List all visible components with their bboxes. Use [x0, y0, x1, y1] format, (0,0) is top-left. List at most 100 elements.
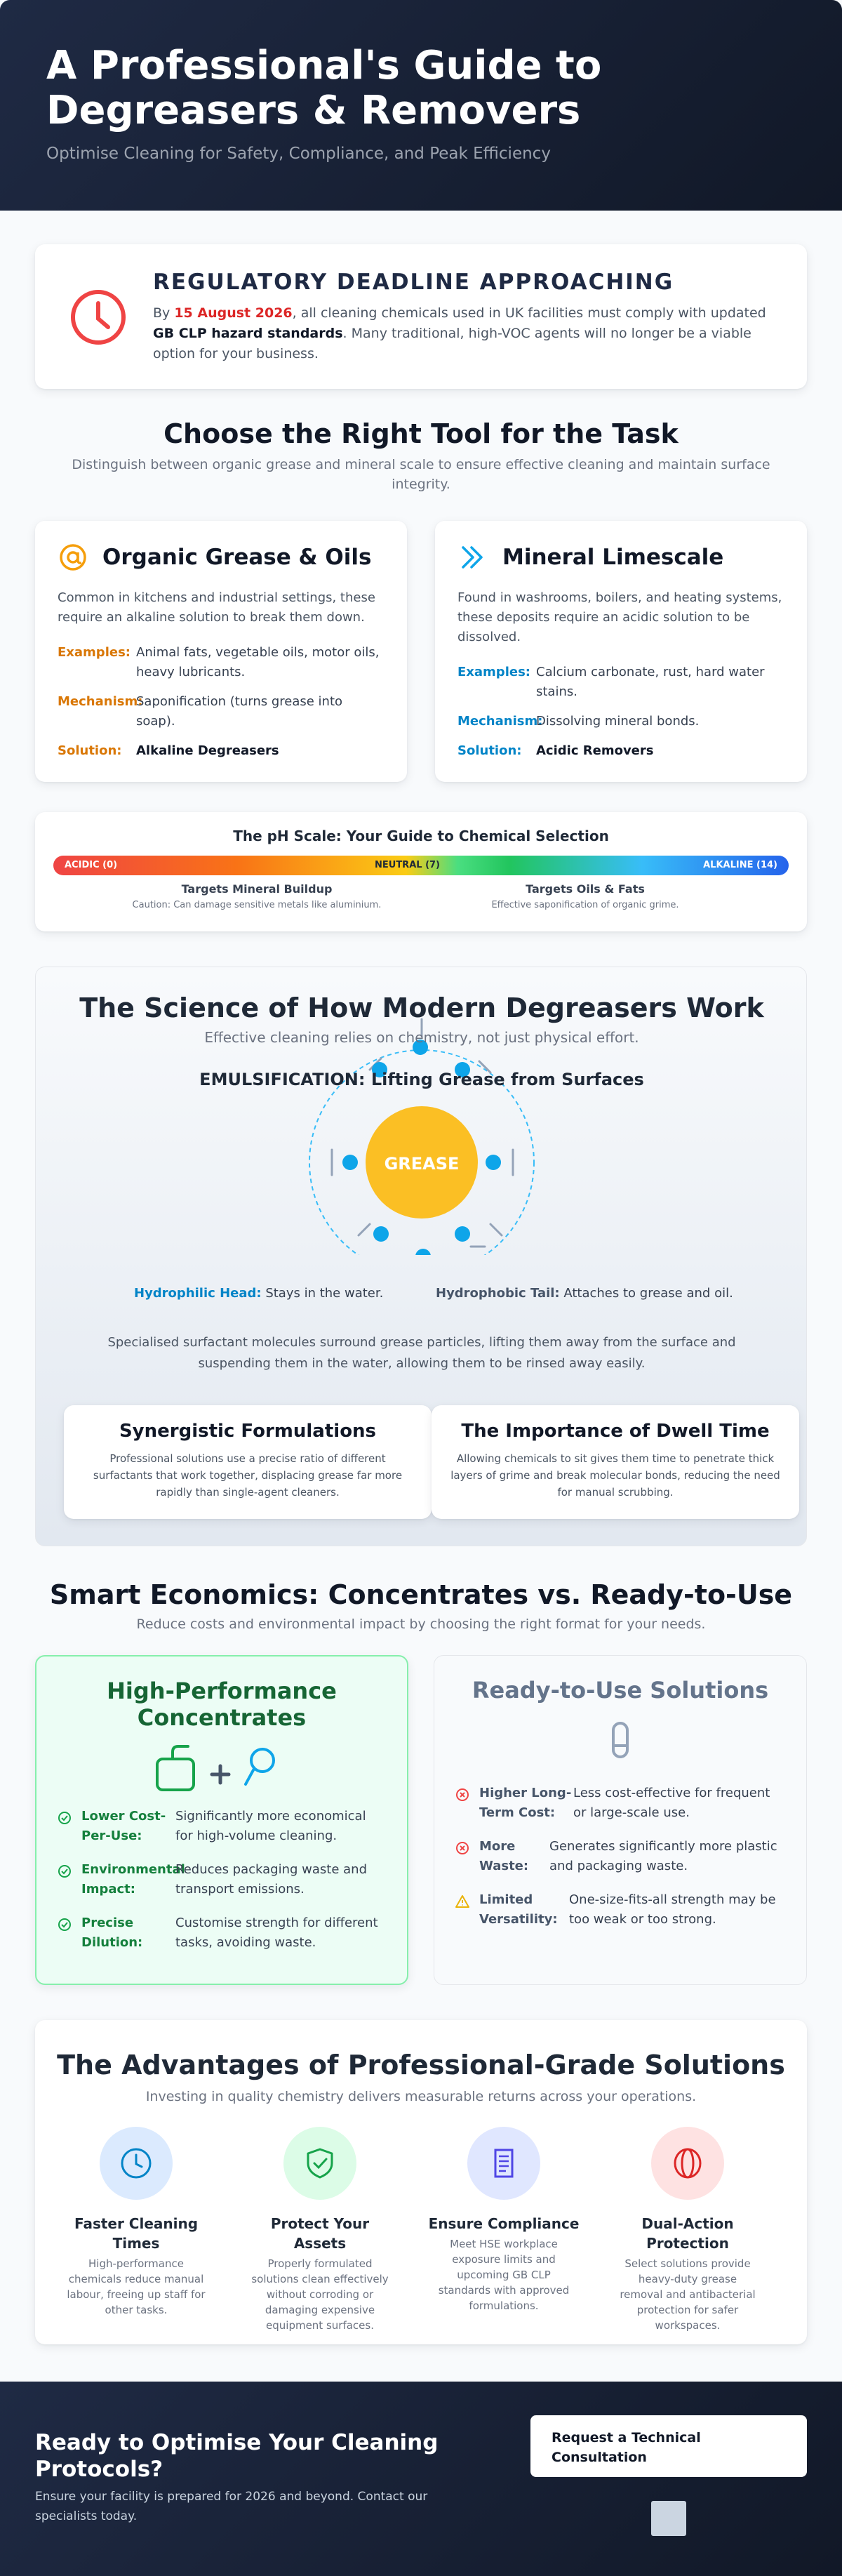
regulatory-alert-card: REGULATORY DEADLINE APPROACHING By 15 Au… [35, 244, 807, 389]
clock-icon [121, 2148, 152, 2179]
x-circle-icon [456, 1842, 469, 1854]
benefit-text: Reduces packaging waste and transport em… [175, 1862, 367, 1897]
check-circle-icon [58, 1865, 71, 1878]
benefit-text: Customise strength for different tasks, … [175, 1916, 378, 1950]
drawback-row: Higher Long-Term Cost: Less cost-effecti… [455, 1784, 785, 1823]
drawback-label: More Waste: [479, 1839, 529, 1873]
hydrophobic-legend: Hydrophobic Tail: Attaches to grease and… [436, 1286, 733, 1301]
alkaline-column: Targets Oils & Fats Effective saponifica… [438, 882, 733, 910]
acid-target: Targets Mineral Buildup [181, 882, 333, 896]
examples-label: Examples: [457, 665, 530, 679]
document-icon [494, 2149, 514, 2178]
benefit-label: Environmental Impact: [81, 1862, 185, 1897]
ph-gradient-bar: ACIDIC (0) NEUTRAL (7) ALKALINE (14) [53, 856, 789, 875]
economics-title: Smart Economics: Concentrates vs. Ready-… [49, 1579, 793, 1610]
economics-subtitle: Reduce costs and environmental impact by… [136, 1616, 706, 1632]
synergy-title: Synergistic Formulations [119, 1421, 377, 1442]
alkaline-label: ALKALINE (14) [703, 860, 777, 870]
drawback-text: One-size-fits-all strength may be too we… [569, 1892, 776, 1927]
solution-label: Solution: [58, 743, 122, 758]
tools-subtitle: Distinguish between organic grease and m… [72, 457, 770, 492]
feature-text: Properly formulated solutions clean effe… [251, 2257, 389, 2332]
benefit-row: Lower Cost-Per-Use: Significantly more e… [58, 1807, 386, 1846]
cta-footer: Ready to Optimise Your Cleaning Protocol… [0, 2382, 842, 2576]
drawback-label: Limited Versatility: [479, 1892, 558, 1927]
dual-action-icon [674, 2148, 702, 2179]
benefit-row: Environmental Impact: Reduces packaging … [58, 1860, 386, 1899]
dwell-text: Allowing chemicals to sit gives them tim… [450, 1452, 780, 1499]
advantages-subtitle: Investing in quality chemistry delivers … [145, 2089, 697, 2104]
drawback-text: Less cost-effective for frequent or larg… [573, 1786, 770, 1820]
feature-text: High-performance chemicals reduce manual… [67, 2257, 206, 2316]
alkaline-target: Targets Oils & Fats [526, 882, 645, 896]
tools-title: Choose the Right Tool for the Task [163, 418, 679, 449]
page-subtitle: Optimise Cleaning for Safety, Compliance… [46, 145, 551, 163]
concentrates-title: High-Performance Concentrates [107, 1678, 337, 1731]
organic-title: Organic Grease & Oils [102, 545, 372, 570]
ph-title: The pH Scale: Your Guide to Chemical Sel… [233, 828, 609, 844]
dwell-time-card: The Importance of Dwell Time Allowing ch… [432, 1405, 799, 1519]
advantages-title: The Advantages of Professional-Grade Sol… [57, 2050, 785, 2080]
cta-text: Ensure your facility is prepared for 202… [35, 2490, 428, 2523]
mineral-limescale-card: Mineral Limescale Found in washrooms, bo… [435, 521, 807, 782]
feature-protect-assets: Protect Your Assets Properly formulated … [243, 2127, 397, 2333]
organic-grease-card: Organic Grease & Oils Common in kitchens… [35, 521, 407, 782]
examples-value: Animal fats, vegetable oils, motor oils,… [136, 645, 380, 679]
warning-icon [455, 1895, 469, 1908]
grease-particle [366, 1106, 478, 1219]
request-consultation-button[interactable]: Request a Technical Consultation [530, 2415, 807, 2477]
mechanism-label: Mechanism: [457, 714, 543, 729]
rtu-title: Ready-to-Use Solutions [472, 1677, 769, 1704]
feature-ensure-compliance: Ensure Compliance Meet HSE workplace exp… [427, 2127, 581, 2313]
mineral-title: Mineral Limescale [502, 545, 724, 570]
feature-dual-action: Dual-Action Protection Select solutions … [610, 2127, 765, 2333]
deadline-date: 15 August 2026 [174, 305, 293, 321]
benefit-row: Precise Dilution: Customise strength for… [58, 1913, 386, 1953]
at-sign-icon [60, 544, 86, 571]
science-title: The Science of How Modern Degreasers Wor… [79, 992, 764, 1023]
dwell-title: The Importance of Dwell Time [461, 1421, 770, 1442]
feature-title: Faster Cleaning Times [74, 2215, 199, 2252]
science-section: The Science of How Modern Degreasers Wor… [35, 967, 807, 1546]
ready-to-use-card: Ready-to-Use Solutions Higher Long-Term … [434, 1655, 807, 1985]
mechanism-label: Mechanism: [58, 694, 143, 709]
synergy-text: Professional solutions use a precise rat… [93, 1452, 403, 1499]
acid-note: Caution: Can damage sensitive metals lik… [132, 900, 382, 910]
alert-text: By 15 August 2026, all cleaning chemical… [153, 305, 766, 361]
placeholder-graphic [651, 2501, 686, 2536]
feature-title: Protect Your Assets [270, 2215, 370, 2252]
synergy-card: Synergistic Formulations Professional so… [64, 1405, 432, 1519]
clock-icon [71, 290, 126, 345]
alkaline-note: Effective saponification of organic grim… [491, 900, 679, 910]
hero-header: A Professional's Guide to Degreasers & R… [0, 0, 842, 211]
cta-title: Ready to Optimise Your Cleaning Protocol… [35, 2430, 439, 2482]
solution-value: Acidic Removers [536, 743, 654, 758]
page-title: A Professional's Guide to Degreasers & R… [46, 43, 602, 133]
mineral-description: Found in washrooms, boilers, and heating… [457, 590, 782, 644]
feature-title: Ensure Compliance [428, 2215, 580, 2232]
organic-description: Common in kitchens and industrial settin… [58, 590, 375, 625]
benefit-label: Lower Cost-Per-Use: [81, 1809, 166, 1843]
feature-faster-cleaning: Faster Cleaning Times High-performance c… [59, 2127, 213, 2318]
drawback-text: Generates significantly more plastic and… [549, 1839, 777, 1873]
mechanism-value: Saponification (turns grease into soap). [136, 694, 343, 729]
concentrates-card: High-Performance Concentrates Lower Cost… [35, 1655, 408, 1985]
check-circle-icon [58, 1812, 71, 1824]
spray-bottle-icon [612, 1722, 629, 1758]
alert-title: REGULATORY DEADLINE APPROACHING [153, 270, 674, 295]
neutral-label: NEUTRAL (7) [375, 860, 440, 870]
feature-title: Dual-Action Protection [641, 2215, 734, 2252]
examples-label: Examples: [58, 645, 131, 660]
concentrate-dilution-icon [156, 1745, 275, 1791]
feature-text: Select solutions provide heavy-duty grea… [620, 2257, 756, 2332]
ph-scale-card: The pH Scale: Your Guide to Chemical Sel… [35, 812, 807, 931]
hydrophobic-tails [330, 1018, 514, 1248]
double-chevron-icon [462, 546, 483, 569]
acidic-label: ACIDIC (0) [65, 860, 118, 870]
mechanism-value: Dissolving mineral bonds. [536, 714, 700, 729]
hydrophilic-heads [342, 1040, 501, 1255]
x-circle-icon [456, 1788, 469, 1801]
hydrophilic-legend: Hydrophilic Head: Hydrophobic Tail:Stays… [134, 1286, 384, 1301]
science-subtitle: Effective cleaning relies on chemistry, … [204, 1029, 639, 1046]
